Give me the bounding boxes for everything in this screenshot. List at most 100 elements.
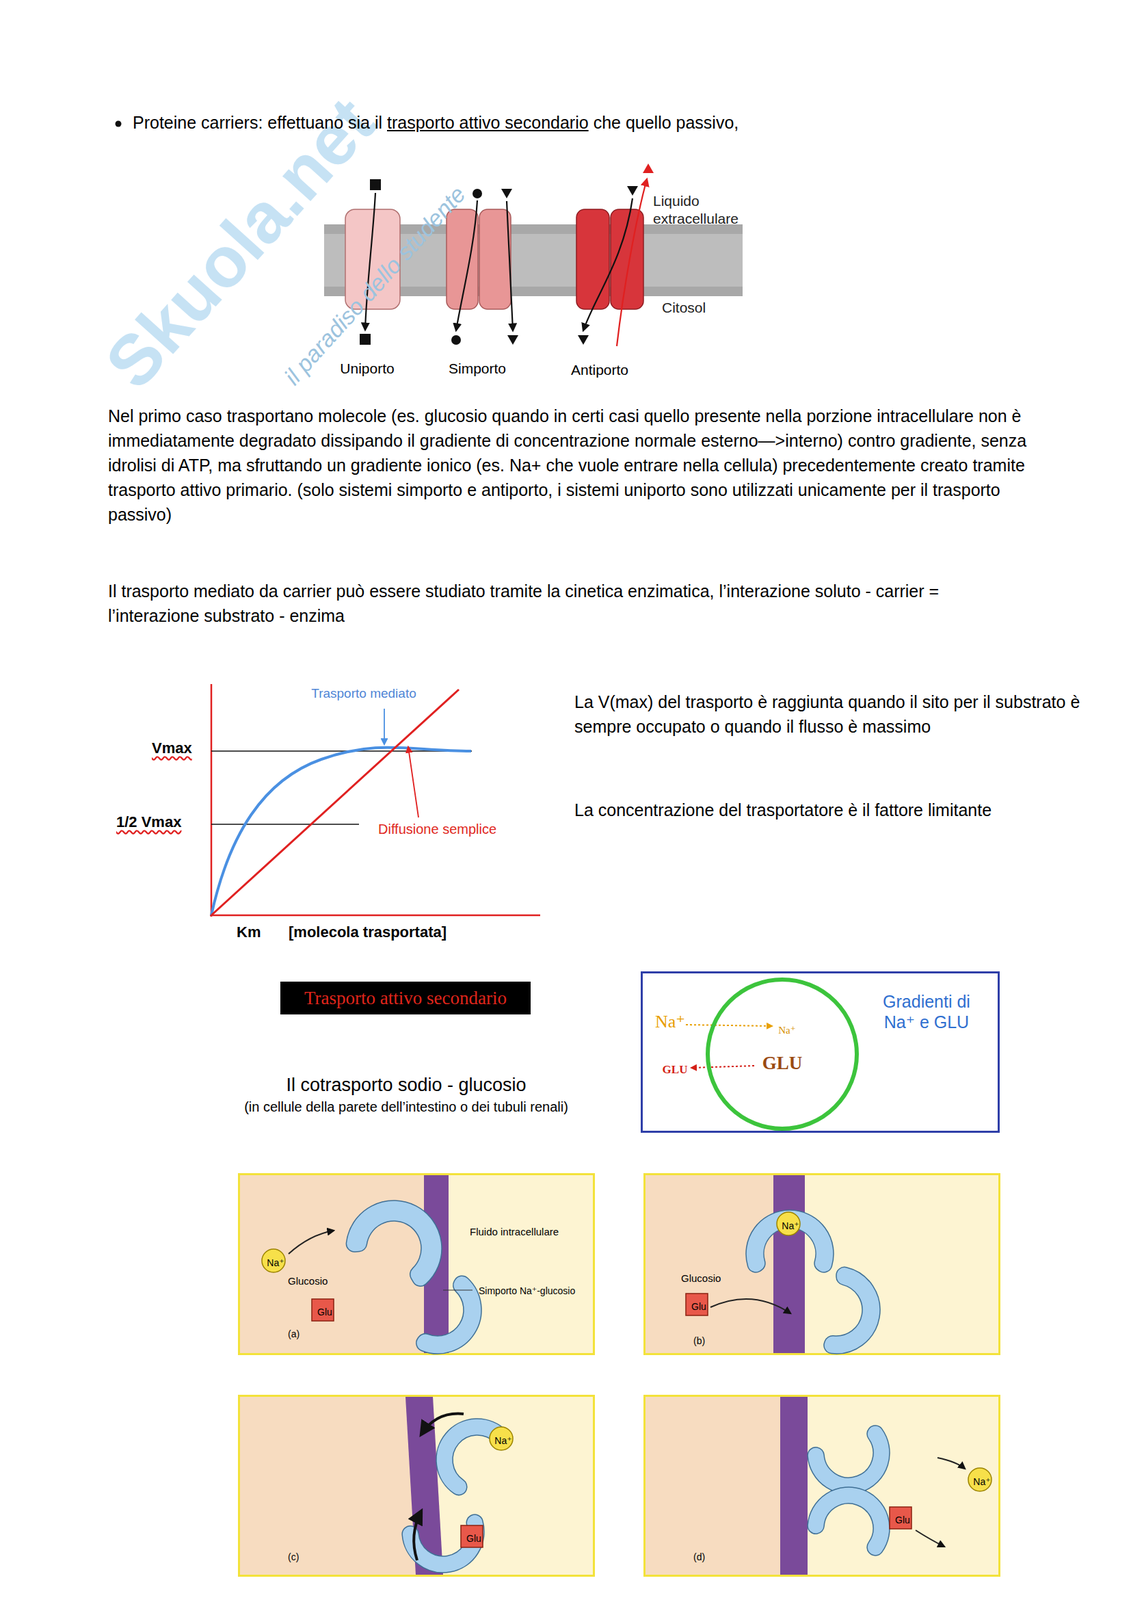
axis-label: Km <box>236 922 261 942</box>
kinetics-chart-part <box>210 683 213 917</box>
curve-label: Trasporto mediato <box>309 685 419 702</box>
ion-label: Na⁺ <box>781 1219 799 1232</box>
axis-label: [molecola trasportata] <box>288 922 447 942</box>
kinetics-chart-part <box>408 746 419 818</box>
region-label: Citosol <box>661 298 706 317</box>
carrier-label: Uniporto <box>326 359 409 378</box>
motion-arrow <box>710 1298 791 1313</box>
section-subtitle: (in cellule della parete dell’intestino … <box>139 1098 673 1116</box>
cell-circle: Na⁺GLU <box>705 977 859 1131</box>
node-art <box>237 1172 595 1355</box>
kinetics-chart <box>209 683 541 917</box>
intracellular-fluid <box>804 1174 999 1353</box>
bullet <box>115 121 122 128</box>
extracellular-fluid <box>240 1174 593 1353</box>
membrane-figure-part <box>507 335 519 345</box>
carrier-label: Simporto Na⁺-glucosio <box>478 1284 576 1297</box>
glucose-molecule <box>889 1506 912 1529</box>
ion-label: Na⁺ <box>778 1023 796 1036</box>
carrier-protein <box>346 1200 442 1286</box>
region-label: Liquido extracellulare <box>653 192 756 229</box>
sodium-ion <box>968 1467 992 1491</box>
glucose-molecule <box>311 1298 334 1321</box>
node-art <box>237 1394 595 1577</box>
step-letter: (a) <box>287 1327 300 1340</box>
carrier-protein <box>416 1275 482 1354</box>
carrier-protein <box>823 1266 881 1354</box>
intracellular-fluid <box>807 1396 999 1575</box>
paragraph: Nel primo caso trasportano molecole (es.… <box>108 403 1028 527</box>
cell-membrane <box>773 1174 805 1353</box>
sodium-ion <box>776 1211 801 1235</box>
node-art <box>643 1172 1001 1355</box>
leader-line <box>443 1288 473 1290</box>
ion-label: Na⁺ <box>973 1475 991 1488</box>
ion-label: Na⁺ <box>494 1434 512 1447</box>
membrane-figure-part <box>451 335 461 345</box>
extracellular-fluid <box>240 1396 593 1575</box>
carrier-protein <box>807 1425 890 1494</box>
solute-label: Glu <box>691 1300 707 1313</box>
carrier-protein <box>807 1486 890 1555</box>
membrane-figure-part <box>456 200 478 331</box>
membrane-figure-part <box>627 185 638 196</box>
extracellular-fluid <box>645 1174 999 1353</box>
membrane-figure-part <box>506 201 513 331</box>
solute-label: Glucosio <box>287 1274 328 1287</box>
cell-outline <box>707 979 857 1129</box>
note-text: La V(max) del trasporto è raggiunta quan… <box>574 689 1088 739</box>
paragraph: Il trasporto mediato da carrier può esse… <box>108 578 1028 628</box>
carrier-protein <box>746 1209 834 1272</box>
glucose-molecule <box>685 1293 708 1315</box>
step-panel: Na⁺ Glu (d) <box>643 1394 1001 1577</box>
node-art <box>643 1394 1001 1577</box>
membrane-figure-part <box>642 163 654 174</box>
step-letter: (c) <box>287 1550 299 1563</box>
glucose-molecule <box>460 1524 483 1547</box>
bullet-text: trasporto attivo secondario <box>387 112 589 132</box>
gradient-box: Gradienti di Na⁺ e GLUNa⁺GLUNa⁺GLU <box>640 970 1000 1133</box>
sodium-ion <box>261 1248 286 1272</box>
membrane-figure-part <box>583 198 633 331</box>
membrane-figure-part <box>369 179 381 191</box>
solute-label: Glu <box>895 1513 911 1526</box>
kinetics-chart-part <box>209 914 541 917</box>
membrane-figure-part <box>576 209 610 310</box>
membrane-figure-part <box>479 209 511 310</box>
bullet-text: che quello passivo, <box>593 112 740 132</box>
intracellular-fluid <box>432 1396 593 1575</box>
bullet-text: Proteine carriers: effettuano sia il <box>132 112 383 132</box>
motion-arrow <box>421 1413 464 1434</box>
kinetics-chart-part <box>211 823 359 824</box>
bullet-part <box>115 121 122 128</box>
step-panel: Fluido intracellulareNa⁺GlucosioGluSimpo… <box>237 1172 595 1355</box>
extracellular-fluid <box>645 1396 999 1575</box>
step-letter: (b) <box>693 1334 705 1347</box>
step-letter: (d) <box>693 1550 705 1563</box>
solute-label: Glu <box>317 1306 333 1318</box>
membrane-figure-part <box>616 179 647 347</box>
motion-arrow <box>915 1529 945 1547</box>
solute-label: Glucosio <box>681 1271 721 1285</box>
solute-label: Glu <box>466 1532 482 1545</box>
note-text: La concentrazione del trasportatore è il… <box>574 797 1088 822</box>
membrane-figure-part <box>359 333 371 345</box>
step-panel: Na⁺ Glu (c) <box>237 1394 595 1577</box>
membrane-figure-part <box>577 335 589 345</box>
curve-label: Diffusione semplice <box>378 820 497 838</box>
section-title: Il cotrasporto sodio - glucosio <box>166 1073 646 1097</box>
motion-arrow <box>413 1510 422 1560</box>
axis-label: Vmax <box>151 738 193 758</box>
title-box: Trasporto attivo secondario <box>280 981 531 1015</box>
kinetics-chart-part <box>211 689 459 915</box>
carrier-label: Simporto <box>436 359 519 378</box>
membrane-figure-part <box>446 209 478 310</box>
region-label: Fluido intracellulare <box>469 1225 559 1238</box>
gradient-arrow <box>691 1065 755 1068</box>
motion-arrow <box>937 1457 965 1469</box>
solute-label: GLU <box>662 1062 688 1077</box>
ion-label: Na⁺ <box>655 1010 686 1032</box>
bullet-line: Proteine carriers: effettuano sia iltras… <box>132 112 739 134</box>
